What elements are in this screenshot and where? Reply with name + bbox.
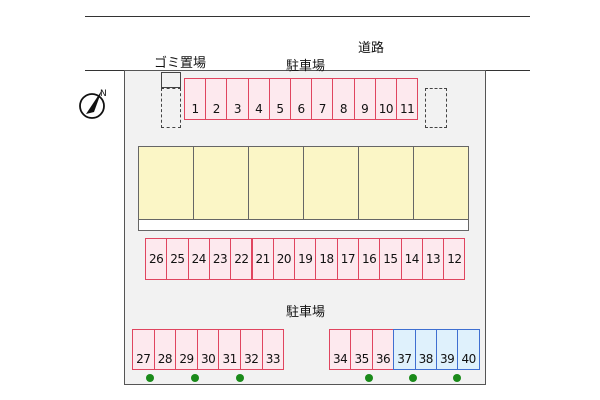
parking-space-37: 37 bbox=[393, 329, 416, 370]
tree-icon bbox=[453, 374, 461, 382]
parking-space-14: 14 bbox=[400, 238, 423, 280]
parking-space-23: 23 bbox=[208, 238, 232, 280]
building-unit bbox=[413, 146, 469, 220]
building-unit bbox=[358, 146, 414, 220]
parking-space-3: 3 bbox=[226, 78, 249, 120]
parking-space-17: 17 bbox=[336, 238, 359, 280]
building-unit bbox=[248, 146, 304, 220]
road-line-top bbox=[85, 16, 530, 17]
tree-icon bbox=[409, 374, 417, 382]
parking-space-27: 27 bbox=[132, 329, 155, 370]
parking-space-4: 4 bbox=[247, 78, 270, 120]
parking-space-10: 10 bbox=[374, 78, 397, 120]
parking-space-35: 35 bbox=[350, 329, 373, 370]
parking-space-39: 39 bbox=[436, 329, 459, 370]
parking-space-18: 18 bbox=[315, 238, 338, 280]
parking-top-label: 駐車場 bbox=[286, 59, 326, 74]
building-unit bbox=[138, 146, 194, 220]
parking-space-25: 25 bbox=[166, 238, 189, 280]
parking-space-16: 16 bbox=[358, 238, 381, 280]
garbage-area bbox=[161, 72, 181, 88]
tree-icon bbox=[236, 374, 244, 382]
parking-space-9: 9 bbox=[353, 78, 376, 120]
north-compass-icon: N bbox=[79, 89, 107, 119]
parking-space-11: 11 bbox=[396, 78, 419, 120]
parking-space-28: 28 bbox=[153, 329, 177, 370]
bicycle-dashed-outline bbox=[425, 88, 447, 128]
compass-letter: N bbox=[100, 89, 107, 99]
parking-space-29: 29 bbox=[175, 329, 198, 370]
tree-icon bbox=[365, 374, 373, 382]
parking-space-15: 15 bbox=[379, 238, 402, 280]
building-unit bbox=[303, 146, 359, 220]
parking-middle-label: 駐車場 bbox=[286, 305, 326, 320]
parking-space-20: 20 bbox=[272, 238, 296, 280]
parking-space-22: 22 bbox=[230, 238, 253, 280]
parking-space-36: 36 bbox=[371, 329, 395, 370]
parking-space-33: 33 bbox=[261, 329, 285, 370]
parking-space-34: 34 bbox=[329, 329, 352, 370]
building-unit bbox=[193, 146, 249, 220]
parking-space-8: 8 bbox=[332, 78, 355, 120]
parking-space-38: 38 bbox=[414, 329, 437, 370]
parking-space-1: 1 bbox=[184, 78, 207, 120]
parking-space-26: 26 bbox=[145, 238, 168, 280]
building-balcony-strip bbox=[138, 219, 469, 231]
garbage-area-label: ゴミ置場 bbox=[154, 56, 207, 71]
garbage-dashed-outline bbox=[161, 88, 181, 128]
parking-space-30: 30 bbox=[196, 329, 220, 370]
parking-space-6: 6 bbox=[290, 78, 313, 120]
road-label: 道路 bbox=[358, 41, 385, 56]
parking-space-19: 19 bbox=[294, 238, 317, 280]
parking-space-40: 40 bbox=[457, 329, 480, 370]
parking-space-31: 31 bbox=[218, 329, 241, 370]
parking-space-24: 24 bbox=[187, 238, 210, 280]
parking-space-13: 13 bbox=[421, 238, 445, 280]
parking-space-7: 7 bbox=[311, 78, 334, 120]
parking-space-12: 12 bbox=[443, 238, 466, 280]
parking-space-5: 5 bbox=[268, 78, 291, 120]
parking-space-21: 21 bbox=[251, 238, 274, 280]
tree-icon bbox=[146, 374, 154, 382]
parking-space-32: 32 bbox=[240, 329, 263, 370]
parking-space-2: 2 bbox=[205, 78, 228, 120]
tree-icon bbox=[191, 374, 199, 382]
